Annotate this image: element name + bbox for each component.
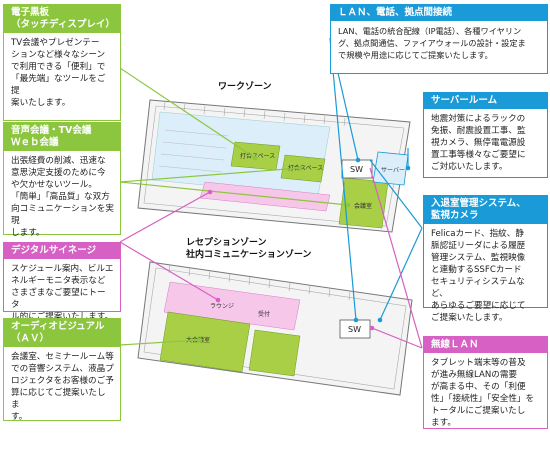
electronic-whiteboard-title: 電子黒板 （タッチディスプレイ） — [4, 5, 120, 33]
team-space-a-label: 打合スペース — [240, 152, 275, 160]
meeting-upper-floor-label: 会議室 — [354, 202, 372, 210]
server-room-box: サーバールーム 地震対策によるラックの 免振、耐震設置工事、監 視カメラ、無停電… — [423, 92, 548, 178]
lan-phone-box: ＬＡＮ、電話、拠点間接続 LAN、電話の統合配線（IP電話）、各種ワイヤリン グ… — [330, 4, 548, 74]
connector-av — [119, 339, 201, 346]
electronic-whiteboard-box: 電子黒板 （タッチディスプレイ） TV会議やプレゼンテー ションなど様々なシーン… — [3, 4, 121, 121]
connector-access-upper — [369, 159, 423, 229]
audio-visual-box: オーディオビジュアル （ＡＶ） 会議室、セミナールーム等 での音響システム、液晶… — [3, 318, 121, 422]
connector-audio-tv — [119, 167, 301, 183]
audio-tv-web-body: 出張経費の削減、迅速な 意思決定支援のために今 や欠かせないツール。 「簡単」「… — [11, 156, 114, 238]
upper-floor-inner-wall — [143, 105, 405, 227]
upper-window-grid — [163, 101, 346, 127]
work-zone-label: ワークゾーン — [218, 82, 272, 92]
team-space-b-label: 打合スペース — [288, 164, 323, 172]
wireless-lan-title: 無線ＬＡＮ — [424, 337, 547, 353]
connector-audio-tv-2 — [119, 181, 349, 206]
server-room-area — [372, 151, 409, 186]
digital-signage-box: デジタルサイネージ スケジュール案内、ビルエ ネルギーモニタ表示など さまざまな… — [3, 242, 121, 322]
connector-dots — [197, 155, 411, 343]
server-room-body: 地震対策によるラックの 免振、耐震設置工事、監 視カメラ、無停電電源設 置工事等… — [431, 114, 526, 172]
lounge-reception-area — [163, 281, 301, 331]
connector-wlan-upper — [369, 167, 423, 349]
upper-desk-rows — [158, 129, 229, 173]
audio-tv-web-box: 音声会議・TV会議 Ｗｅｂ会議 出張経費の削減、迅速な 意思決定支援のために今 … — [3, 122, 121, 238]
upper-sw-label: SW — [350, 165, 363, 174]
large-meeting-room — [159, 311, 251, 373]
lower-sw-label: SW — [348, 325, 361, 334]
reception-floor-label: 受付 — [258, 310, 270, 318]
server-room-title: サーバールーム — [424, 93, 547, 109]
audio-tv-web-title: 音声会議・TV会議 Ｗｅｂ会議 — [4, 123, 120, 151]
wireless-lan-body: タブレット端末等の普及 が進み無線LANの需要 が高まる中、その「利便 性」「接… — [431, 358, 535, 428]
connector-signage-lower — [119, 241, 219, 301]
wireless-lan-box: 無線ＬＡＮ タブレット端末等の普及 が進み無線LANの需要 が高まる中、その「利… — [423, 336, 548, 429]
lower-floor-plan: SW ラウンジ 受付 大会議室 — [137, 261, 413, 396]
electronic-whiteboard-body: TV会議やプレゼンテー ションなど様々なシーン で利用できる「便利」で 「最先端… — [11, 38, 106, 108]
lower-meeting-room-2 — [248, 329, 301, 377]
reception-zone-label-1: レセプションゾーン — [186, 238, 267, 248]
access-control-body: Felicaカード、指紋、静 脈認証リーダによる履歴 管理システム、監視映像 と… — [431, 229, 526, 323]
audio-visual-body: 会議室、セミナールーム等 での音響システム、液晶プ ロジェクタをお客様のご予 算… — [11, 352, 114, 422]
access-control-title: 入退室管理システム、 監視カメラ — [424, 196, 547, 224]
access-control-box: 入退室管理システム、 監視カメラ Felicaカード、指紋、静 脈認証リーダによ… — [423, 195, 548, 323]
lounge-floor-label: ラウンジ — [210, 302, 234, 310]
lower-floor-inner-wall — [143, 267, 407, 390]
reception-zone-label-2: 社内コミュニケーションゾーン — [186, 250, 312, 260]
connector-wlan-lower — [371, 327, 423, 349]
connector-signage-upper — [119, 191, 211, 243]
digital-signage-body: スケジュール案内、ビルエ ネルギーモニタ表示など さまざまなご要望にトータ ル的… — [11, 264, 114, 322]
upper-floor-plan: SW サーバー 会議室 打合スペース 打合スペース — [137, 99, 411, 233]
digital-signage-title: デジタルサイネージ — [4, 243, 120, 259]
lan-phone-title: ＬＡＮ、電話、拠点間接続 — [331, 5, 547, 21]
audio-visual-title: オーディオビジュアル （ＡＶ） — [4, 319, 120, 347]
lan-phone-body: LAN、電話の統合配線（IP電話）、各種ワイヤリン グ、拠点間通信、ファイアウォ… — [338, 26, 526, 60]
team-space-b — [280, 154, 326, 183]
connector-whiteboard — [119, 67, 256, 159]
connector-lan-lower — [329, 37, 357, 321]
server-room-floor-label: サーバー — [381, 167, 405, 174]
